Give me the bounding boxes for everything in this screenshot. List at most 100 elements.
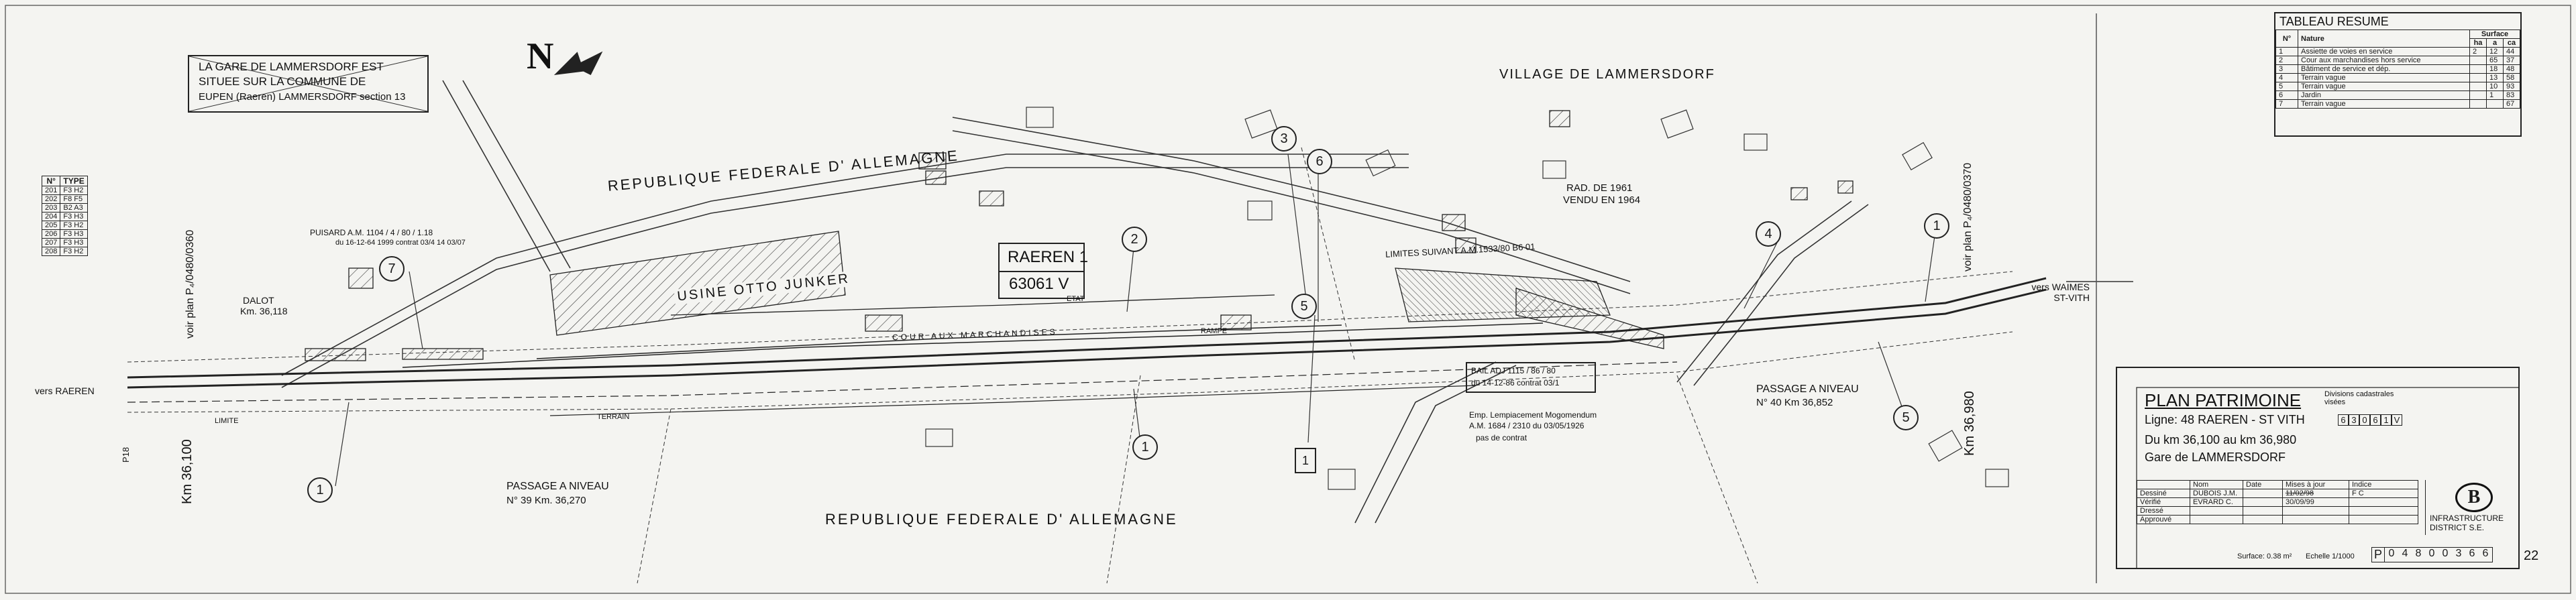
- km-left: Km 36,100: [180, 439, 195, 504]
- name: [2190, 515, 2243, 524]
- division-code: 6: [2338, 414, 2349, 426]
- sheet-border: [5, 5, 2571, 594]
- col-nom: Nom: [2190, 480, 2243, 489]
- tableau-ca: 37: [2503, 56, 2520, 65]
- voir-plan-left: voir plan P₄/0480/0360: [184, 229, 196, 339]
- echelle-label: Echelle 1/1000: [2306, 552, 2355, 560]
- tableau-a: [2486, 99, 2504, 109]
- station-box: RAEREN 1 63061 V: [998, 243, 1088, 299]
- commune-note-line-1: LA GARE DE LAMMERSDORF EST: [199, 60, 384, 73]
- tableau-ha: [2469, 82, 2487, 91]
- bail-note-line-1: BAIL ADJ 1115 / 86 / 80: [1471, 366, 1556, 375]
- empl-note-line-2: A.M. 1684 / 2310 du 03/05/1926: [1469, 421, 1585, 430]
- tableau-a: 12: [2486, 47, 2504, 56]
- division-code: 6: [2370, 414, 2381, 426]
- division-code: V: [2392, 414, 2402, 426]
- tableau-col-a: a: [2486, 38, 2504, 48]
- tableau-col-ha: ha: [2469, 38, 2487, 48]
- callout-3: 3: [1271, 126, 1297, 152]
- terrain-label: TERRAIN: [597, 413, 630, 421]
- type-n: 204: [41, 212, 61, 221]
- mise-value: 30/09/99: [2282, 497, 2349, 507]
- type-value: F3 H3: [60, 238, 88, 247]
- col-mise: Mises à jour: [2282, 480, 2349, 489]
- tableau-a: 65: [2486, 56, 2504, 65]
- type-value: F8 F5: [60, 194, 88, 204]
- leader-lines: [335, 154, 1936, 487]
- callout-2: 2: [1122, 227, 1147, 252]
- role: Dessiné: [2137, 489, 2190, 498]
- divisions-label: Divisions cadastrales visées: [2324, 390, 2394, 406]
- rad-line-2: VENDU EN 1964: [1563, 194, 1641, 206]
- limite-label: LIMITE: [215, 417, 239, 425]
- tableau-col-surface: Surface: [2469, 29, 2520, 39]
- name: EVRARD C.: [2190, 497, 2243, 507]
- callout-4: 4: [1756, 221, 1781, 247]
- tableau-ca: 83: [2503, 91, 2520, 100]
- callout-5: 5: [1291, 294, 1317, 319]
- type-table-header-type: TYPE: [60, 176, 88, 186]
- type-value: F3 H2: [60, 221, 88, 230]
- tableau-nature: Assiette de voies en service: [2298, 47, 2470, 56]
- km-right: Km 36,980: [1962, 391, 1977, 456]
- etat-label: ETAT: [1067, 295, 1085, 303]
- logo-area: B INFRASTRUCTURE DISTRICT S.E.: [2425, 480, 2520, 535]
- vers-right: vers WAIMES ST-VITH: [2031, 282, 2090, 303]
- type-value: B2 A3: [60, 203, 88, 213]
- tableau-ha: [2469, 91, 2487, 100]
- tableau-n: 2: [2275, 56, 2298, 65]
- callout-5: 5: [1893, 405, 1919, 430]
- division-code: 1: [2381, 414, 2392, 426]
- cartouche-range: Du km 36,100 au km 36,980: [2145, 433, 2297, 446]
- puisard-line-2: du 16-12-64 1999 contrat 03/4 14 03/07: [335, 239, 466, 247]
- tableau-nature: Terrain vague: [2298, 73, 2470, 82]
- tableau-n: 7: [2275, 99, 2298, 109]
- callout-6: 6: [1307, 149, 1332, 174]
- ref-char: 3: [2455, 548, 2462, 559]
- commune-note: LA GARE DE LAMMERSDORF EST SITUEE SUR LA…: [188, 55, 429, 113]
- col-indice: Indice: [2349, 480, 2418, 489]
- pn40-title: PASSAGE A NIVEAU: [1756, 383, 1859, 395]
- village-label: VILLAGE DE LAMMERSDORF: [1499, 67, 1715, 82]
- cartouche-gare: Gare de LAMMERSDORF: [2145, 451, 2286, 464]
- buildings: [925, 107, 2009, 490]
- tableau-nature: Terrain vague: [2298, 99, 2470, 109]
- station-code: 63061 V: [1009, 275, 1069, 293]
- voir-plan-right: voir plan P₄/0480/0370: [1962, 162, 1974, 272]
- cartouche-line: Ligne: 48 RAEREN - ST VITH: [2145, 413, 2305, 426]
- type-value: F3 H3: [60, 212, 88, 221]
- callout-1: 1: [1132, 434, 1158, 460]
- tableau-a: 18: [2486, 64, 2504, 74]
- tableau-n: 1: [2275, 47, 2298, 56]
- division-code: 0: [2359, 414, 2370, 426]
- marker-box: 1: [1295, 448, 1316, 473]
- tableau-title: TABLEAU RESUME: [2279, 15, 2389, 28]
- tableau-col-n: N°: [2275, 29, 2298, 48]
- tableau-nature: Bâtiment de service et dép.: [2298, 64, 2470, 74]
- dalot-km: Km. 36,118: [240, 306, 288, 316]
- dalot-label: DALOT: [243, 295, 274, 306]
- callout-1: 1: [307, 477, 333, 503]
- tableau-n: 4: [2275, 73, 2298, 82]
- tableau-a: 1: [2486, 91, 2504, 100]
- role: Vérifié: [2137, 497, 2190, 507]
- type-value: F3 H2: [60, 247, 88, 256]
- role: Approuvé: [2137, 515, 2190, 524]
- p-mark: P18: [121, 446, 131, 463]
- tableau-col-ca: ca: [2503, 38, 2520, 48]
- republic-bottom-label: REPUBLIQUE FEDERALE D' ALLEMAGNE: [825, 511, 1178, 528]
- rad-line-1: RAD. DE 1961: [1566, 182, 1633, 194]
- role: Dressé: [2137, 506, 2190, 516]
- col-date: Date: [2243, 480, 2283, 489]
- tableau-ha: [2469, 64, 2487, 74]
- ref-char: 0: [2442, 548, 2449, 559]
- ref-char: 6: [2469, 548, 2475, 559]
